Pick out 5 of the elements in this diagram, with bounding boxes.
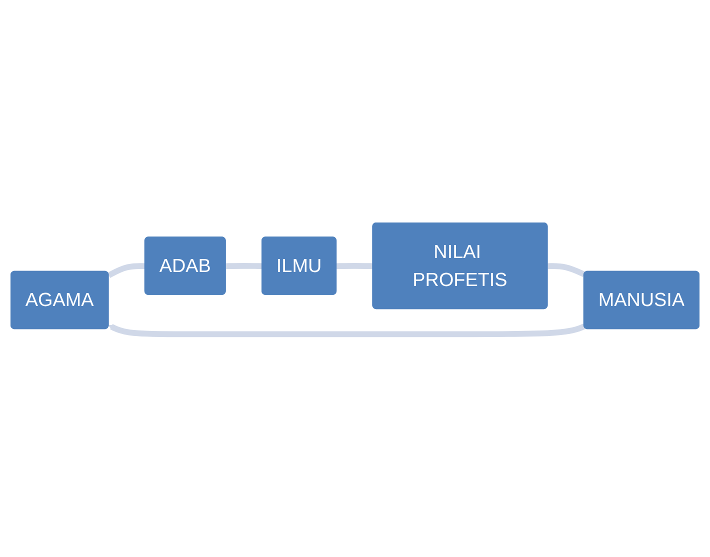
connector	[548, 263, 586, 278]
arrow	[108, 324, 586, 338]
connector	[107, 263, 146, 278]
connector	[336, 262, 374, 270]
connector	[226, 262, 262, 270]
